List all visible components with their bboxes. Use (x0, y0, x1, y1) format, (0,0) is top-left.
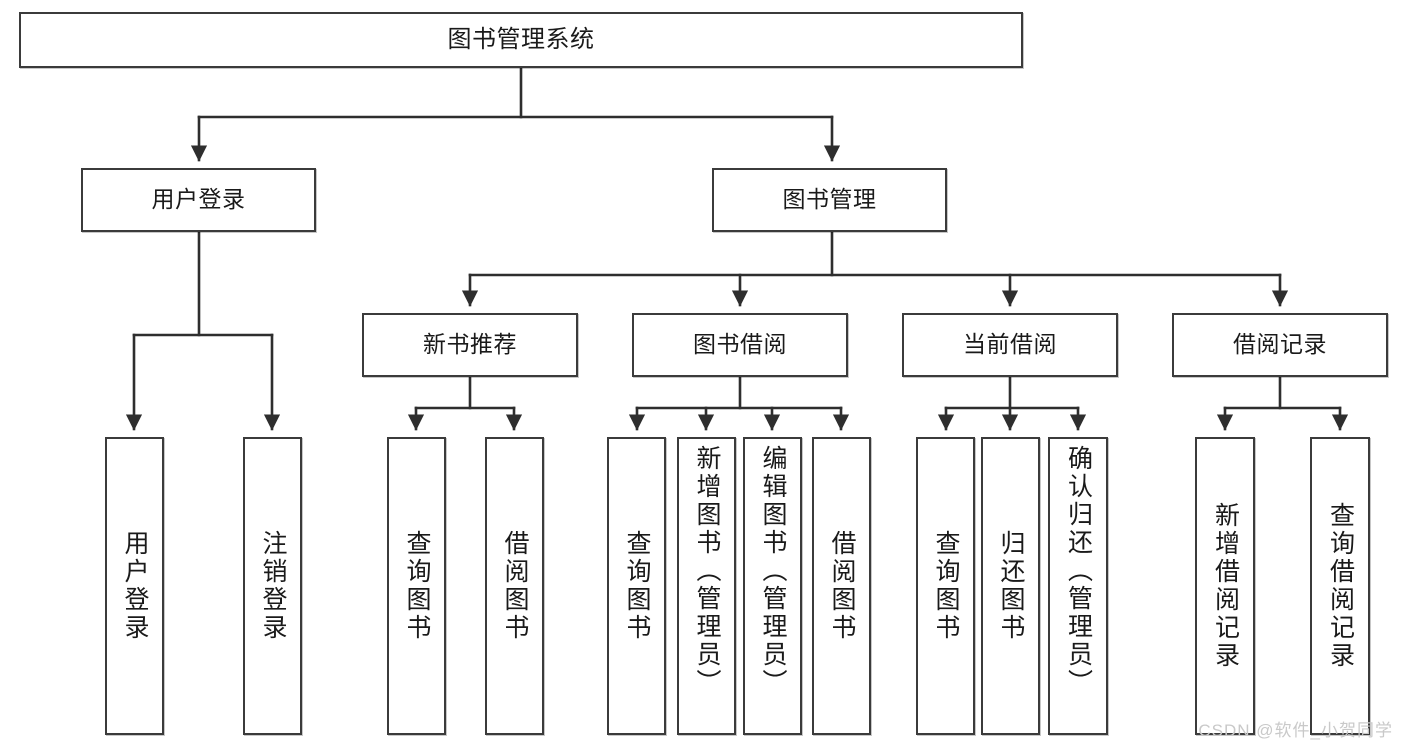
leaf-logout-login[interactable]: 注销登录 (243, 437, 302, 735)
node-label: 查询图书 (403, 530, 431, 642)
leaf-query-book-current[interactable]: 查询图书 (916, 437, 975, 735)
node-label: 查询借阅记录 (1326, 502, 1355, 670)
node-label: 查询图书 (623, 530, 651, 642)
node-label: 借阅图书 (828, 530, 856, 642)
leaf-return-book[interactable]: 归还图书 (981, 437, 1040, 735)
node-new-book-recommendation[interactable]: 新书推荐 (362, 313, 578, 377)
node-label: 注销登录 (259, 530, 287, 642)
node-label: 查询图书 (932, 530, 960, 642)
node-label: 图书借阅 (693, 331, 787, 358)
node-label: 用户登录 (151, 186, 246, 213)
node-label: 归还图书 (997, 530, 1025, 642)
node-label: 图书管理 (782, 186, 877, 213)
node-root-book-management-system[interactable]: 图书管理系统 (19, 12, 1023, 68)
node-label: 用户登录 (121, 530, 149, 642)
node-label: 图书管理系统 (447, 25, 595, 53)
leaf-confirm-return-admin[interactable]: 确认归还（管理员） (1048, 437, 1108, 735)
node-label: 借阅记录 (1233, 331, 1327, 358)
node-user-login[interactable]: 用户登录 (81, 168, 316, 232)
csdn-watermark: CSDN @软件_小贺同学 (1198, 721, 1393, 740)
node-label: 当前借阅 (963, 331, 1057, 358)
leaf-add-borrow-record[interactable]: 新增借阅记录 (1195, 437, 1255, 735)
node-label: 确认归还（管理员） (1064, 445, 1093, 697)
leaf-query-book-new-rec[interactable]: 查询图书 (387, 437, 446, 735)
node-label: 借阅图书 (501, 530, 529, 642)
node-label: 新书推荐 (423, 331, 517, 358)
node-label: 新增借阅记录 (1211, 502, 1240, 670)
node-current-borrow[interactable]: 当前借阅 (902, 313, 1118, 377)
node-label: 新增图书（管理员） (693, 445, 721, 697)
leaf-borrow-book-borrow[interactable]: 借阅图书 (812, 437, 871, 735)
node-borrow-record[interactable]: 借阅记录 (1172, 313, 1388, 377)
leaf-query-borrow-record[interactable]: 查询借阅记录 (1310, 437, 1370, 735)
leaf-user-login[interactable]: 用户登录 (105, 437, 164, 735)
node-label: 编辑图书（管理员） (759, 445, 787, 697)
leaf-edit-book-admin[interactable]: 编辑图书（管理员） (743, 437, 802, 735)
node-book-management[interactable]: 图书管理 (712, 168, 947, 232)
leaf-borrow-book-new-rec[interactable]: 借阅图书 (485, 437, 544, 735)
node-book-borrow[interactable]: 图书借阅 (632, 313, 848, 377)
leaf-add-book-admin[interactable]: 新增图书（管理员） (677, 437, 736, 735)
leaf-query-book-borrow[interactable]: 查询图书 (607, 437, 666, 735)
